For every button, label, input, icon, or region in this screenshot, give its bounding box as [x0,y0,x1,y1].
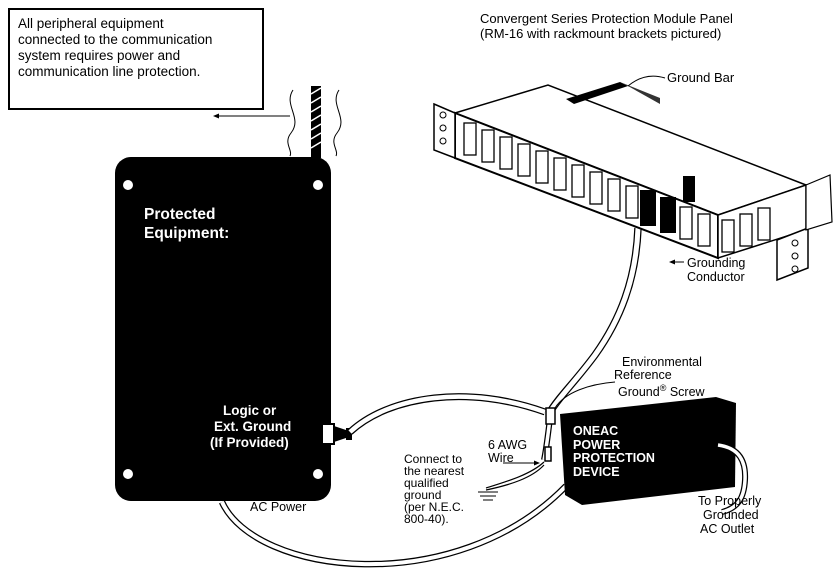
panel-title: Convergent Series Protection Module Pane… [480,11,733,41]
registered-mark: ® [659,383,667,393]
note-line-2: connected to the communication [18,32,213,47]
oneac-line-1: ONEAC [573,424,619,438]
panel-title-line-1: Convergent Series Protection Module Pane… [480,11,733,26]
environmental-line-1: Environmental [622,355,702,369]
awg-wire-label: 6 AWG Wire [488,439,527,465]
ground-bar-label: Ground Bar [667,70,735,85]
note-line-4: communication line protection. [18,64,201,79]
logic-ground-terminal [321,423,352,445]
environmental-line-3: Ground [618,385,660,400]
grounding-conductor-pointer [669,259,684,265]
awg-wire-line-1: 6 AWG [488,438,528,452]
grounding-conductor-line-2: Conductor [687,270,745,284]
ac-outlet-line-2: Grounded [703,508,759,522]
protection-note-box: All peripheral equipment connected to th… [8,8,264,110]
connect-line-1: Connect to [404,452,463,466]
oneac-line-3: PROTECTION [573,451,655,465]
logic-ground-label: Logic or Ext. Ground (If Provided) [210,403,291,451]
rackmount-panel [433,75,833,282]
logic-ground-line-3: (If Provided) [210,435,289,450]
ac-outlet-label: To Properly Grounded AC Outlet [698,494,761,536]
protected-equipment-line-1: Protected [144,206,216,223]
protected-equipment-label: Protected Equipment: [144,205,229,243]
connect-line-5: (per N.E.C. [404,500,465,514]
ac-outlet-cable [717,442,749,515]
ac-outlet-line-1: To Properly [698,494,762,508]
oneac-device-box [544,381,736,505]
protected-equipment-line-2: Equipment: [144,225,230,242]
logic-ground-line-1: Logic or [223,403,277,418]
logic-ground-line-2: Ext. Ground [214,419,292,434]
environmental-line-3-suffix: Screw [666,385,705,400]
ac-outlet-line-3: AC Outlet [700,522,755,536]
connect-line-4: ground [404,488,442,502]
connect-line-3: qualified [404,476,449,490]
connect-line-2: the nearest [404,464,465,478]
environmental-ground-label: Environmental Reference Ground® Screw [614,356,705,399]
communication-cable [213,86,342,158]
oneac-device-label: ONEAC POWER PROTECTION DEVICE [573,424,655,479]
note-line-3: system requires power and [18,48,181,63]
protected-equipment-cabinet [115,157,331,501]
grounding-conductor-cable [546,227,642,414]
oneac-line-4: DEVICE [573,464,620,479]
connect-nearest-ground-label: Connect to the nearest qualified ground … [404,453,464,525]
note-line-1: All peripheral equipment [18,16,164,31]
panel-title-line-2: (RM-16 with rackmount brackets pictured) [480,26,722,41]
ac-power-cable [219,483,569,568]
oneac-line-2: POWER [573,437,621,452]
connect-line-6: 800-40). [404,512,449,526]
awg-wire-line-2: Wire [488,451,514,465]
logic-ground-cable [347,393,547,435]
grounding-conductor-line-1: Grounding [687,256,746,270]
grounding-conductor-label: Grounding Conductor [687,256,745,284]
environmental-line-2: Reference [614,368,672,382]
ac-power-label: AC Power [250,500,307,514]
